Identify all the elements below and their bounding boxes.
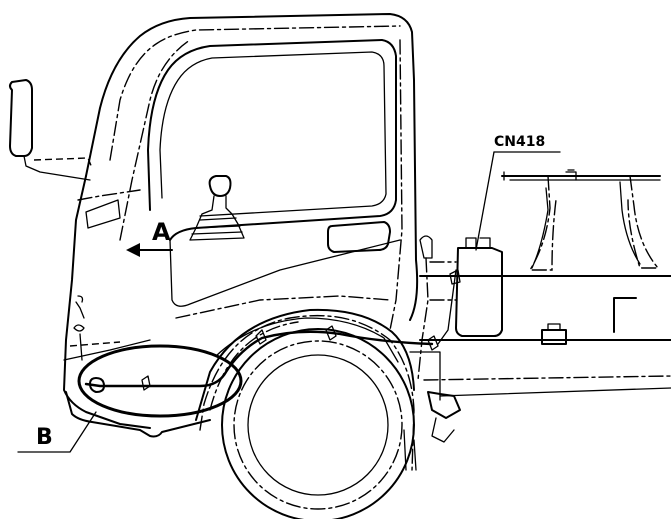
gear-shift-lever bbox=[189, 175, 245, 241]
wiring-harness bbox=[84, 269, 461, 393]
side-mirror bbox=[9, 79, 93, 181]
connector-label: CN418 bbox=[494, 134, 545, 150]
view-arrow-a: A bbox=[126, 218, 173, 257]
chassis-frame bbox=[409, 275, 671, 443]
connector-box bbox=[417, 235, 503, 381]
cab-door bbox=[119, 39, 403, 331]
detail-ellipse-b bbox=[77, 344, 243, 418]
wheel-arch bbox=[195, 308, 415, 421]
front-bumper bbox=[65, 295, 211, 438]
arrow-head-icon bbox=[126, 243, 140, 257]
rear-body-mount bbox=[501, 169, 661, 271]
front-wheel bbox=[199, 314, 417, 522]
cn418-callout: CN418 bbox=[475, 134, 561, 251]
view-b-label: B bbox=[36, 425, 53, 450]
view-b-callout: B bbox=[17, 411, 97, 453]
view-a-label: A bbox=[152, 218, 171, 246]
cab-body bbox=[63, 13, 419, 429]
